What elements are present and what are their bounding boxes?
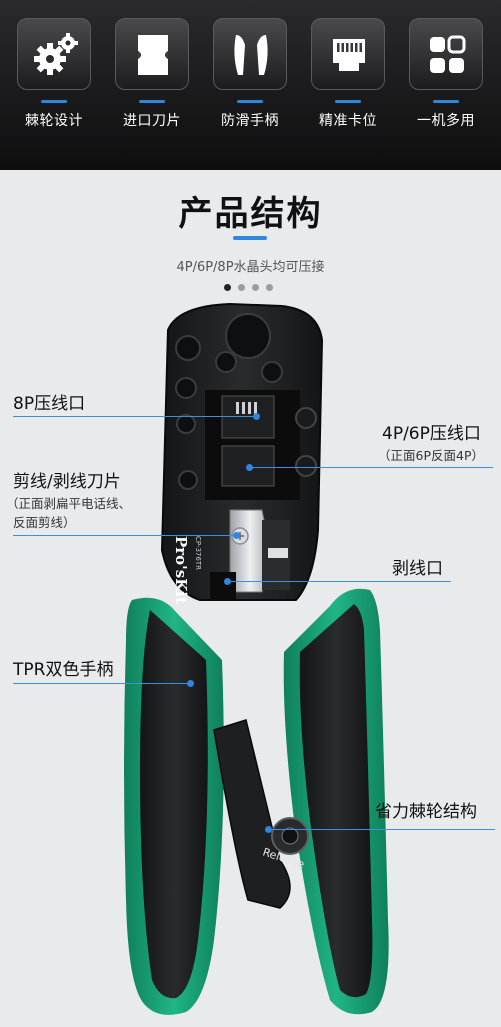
blade-icon bbox=[138, 35, 168, 75]
feature-accent bbox=[335, 100, 361, 103]
feature-blade: 进口刀片 bbox=[115, 18, 189, 138]
feature-label: 棘轮设计 bbox=[25, 113, 83, 129]
feature-tile bbox=[409, 18, 483, 90]
rj45-connector-icon bbox=[333, 39, 365, 71]
gears-icon bbox=[34, 33, 78, 75]
callout-stripper: 剥线口 bbox=[392, 559, 443, 579]
feature-tile bbox=[213, 18, 287, 90]
pagination-dot-active[interactable] bbox=[224, 284, 231, 291]
feature-accent bbox=[433, 100, 459, 103]
pagination-dots bbox=[224, 284, 284, 294]
callout-4p6p-note: （正面6P反面4P） bbox=[378, 448, 484, 463]
callout-line bbox=[250, 467, 493, 468]
feature-multi: 一机多用 bbox=[409, 18, 483, 138]
multi-grid-icon bbox=[430, 35, 466, 73]
title-underline bbox=[233, 236, 267, 240]
callout-dot bbox=[265, 826, 272, 833]
feature-bar: 棘轮设计 进口刀片 防滑手柄 bbox=[0, 0, 501, 170]
callout-line bbox=[13, 535, 235, 536]
callout-cutter-note-1: （正面剥扁平电话线、 bbox=[6, 496, 132, 511]
pagination-dot[interactable] bbox=[238, 284, 245, 291]
callout-dot bbox=[253, 413, 260, 420]
handle-icon bbox=[234, 35, 268, 75]
callout-cutter: 剪线/剥线刀片 bbox=[13, 472, 121, 492]
model-number: CP-376TR bbox=[194, 536, 202, 570]
feature-tile bbox=[311, 18, 385, 90]
callout-dot bbox=[233, 532, 240, 539]
feature-label: 精准卡位 bbox=[319, 113, 377, 129]
callout-cutter-note-2: 反面剪线） bbox=[13, 515, 76, 530]
callout-dot bbox=[246, 464, 253, 471]
callout-dot bbox=[224, 578, 231, 585]
pagination-dot[interactable] bbox=[252, 284, 259, 291]
feature-label: 一机多用 bbox=[417, 113, 475, 129]
brand-logo: Pro'sKit bbox=[172, 536, 190, 604]
section-subtitle: 4P/6P/8P水晶头均可压接 bbox=[176, 260, 325, 275]
callout-line bbox=[268, 829, 495, 830]
feature-tile bbox=[115, 18, 189, 90]
feature-handle: 防滑手柄 bbox=[213, 18, 287, 138]
feature-label: 进口刀片 bbox=[123, 113, 181, 129]
feature-accent bbox=[41, 100, 67, 103]
callout-4p6p-crimp: 4P/6P压线口 bbox=[382, 424, 481, 444]
pagination-dot[interactable] bbox=[266, 284, 273, 291]
feature-accent bbox=[237, 100, 263, 103]
feature-accent bbox=[139, 100, 165, 103]
callout-handle: TPR双色手柄 bbox=[13, 660, 114, 680]
feature-position: 精准卡位 bbox=[311, 18, 385, 138]
callout-line bbox=[13, 416, 256, 417]
callout-line bbox=[13, 683, 189, 684]
feature-ratchet: 棘轮设计 bbox=[17, 18, 91, 138]
section-title: 产品结构 bbox=[178, 194, 323, 234]
callout-dot bbox=[187, 680, 194, 687]
callout-8p-crimp: 8P压线口 bbox=[13, 394, 86, 414]
callout-ratchet: 省力棘轮结构 bbox=[375, 802, 477, 822]
feature-label: 防滑手柄 bbox=[221, 113, 279, 129]
feature-tile bbox=[17, 18, 91, 90]
crimping-tool-image: Pro'sKit CP-376TR Release bbox=[124, 302, 389, 1015]
callout-line bbox=[228, 581, 451, 582]
